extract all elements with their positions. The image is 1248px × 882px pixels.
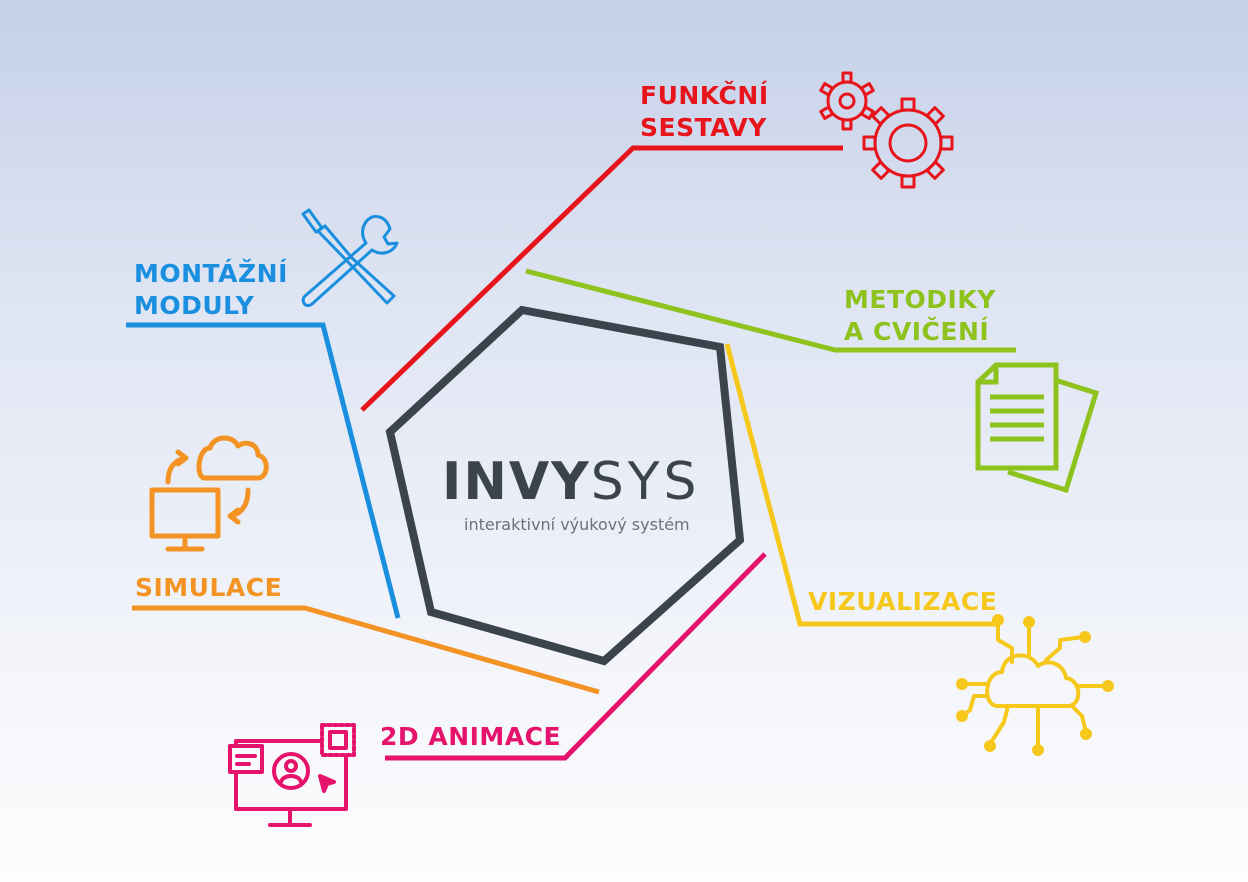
connector-2d-animace xyxy=(385,552,767,761)
selection-box-icon xyxy=(320,723,356,757)
label-simulace-line1: SIMULACE xyxy=(135,573,283,602)
connector-vizualizace xyxy=(724,343,1000,627)
logo-name-bold: INVY xyxy=(442,452,591,512)
invysys-logo: INVYSYS xyxy=(442,452,701,512)
gears-icon xyxy=(819,71,954,189)
logo-tagline: interaktivní výukový systém xyxy=(464,515,690,534)
large-gear-icon xyxy=(862,97,954,189)
label-vizualizace-line1: VIZUALIZACE xyxy=(808,587,998,616)
connector-funkcni-sestavy xyxy=(360,145,843,412)
label-montazni-line2: MODULY xyxy=(134,291,255,320)
user-avatar-icon xyxy=(272,752,310,790)
label-metodiky-line2: A CVIČENÍ xyxy=(844,317,990,346)
cloud-icon xyxy=(985,653,1081,708)
label-animace-line1: 2D ANIMACE xyxy=(380,722,562,751)
documents-icon xyxy=(975,362,1100,494)
label-metodiky-line1: METODIKY xyxy=(844,285,996,314)
cursor-icon xyxy=(318,774,336,793)
wrench-icon xyxy=(301,215,399,308)
label-funkcni-sestavy: FUNKČNÍ SESTAVY xyxy=(640,80,769,144)
cloud-sync-icon xyxy=(149,435,269,552)
chat-bubble-icon xyxy=(228,744,264,774)
connector-simulace xyxy=(132,605,600,695)
label-2d-animace: 2D ANIMACE xyxy=(380,721,561,753)
label-funkcni-line2: SESTAVY xyxy=(640,113,767,142)
small-gear-icon xyxy=(819,71,875,131)
label-metodiky: METODIKY A CVIČENÍ xyxy=(844,284,996,348)
label-vizualizace: VIZUALIZACE xyxy=(808,586,997,618)
cloud-icon xyxy=(196,435,269,481)
back-document xyxy=(1007,377,1100,494)
central-hexagon xyxy=(385,305,745,666)
logo-name-light: SYS xyxy=(590,452,701,512)
label-montazni-moduly: MONTÁŽNÍ MODULY xyxy=(134,258,288,322)
front-document xyxy=(975,362,1059,471)
cloud-network-icon xyxy=(956,614,1114,756)
tools-icon xyxy=(301,208,399,308)
connector-montazni-moduly xyxy=(126,322,401,619)
label-funkcni-line1: FUNKČNÍ xyxy=(640,81,769,110)
connector-metodiky xyxy=(525,268,1016,353)
label-simulace: SIMULACE xyxy=(135,572,282,604)
screwdriver-icon xyxy=(301,208,396,305)
label-montazni-line1: MONTÁŽNÍ xyxy=(134,259,288,288)
screen-animation-icon xyxy=(228,723,356,827)
monitor-icon xyxy=(149,487,221,539)
